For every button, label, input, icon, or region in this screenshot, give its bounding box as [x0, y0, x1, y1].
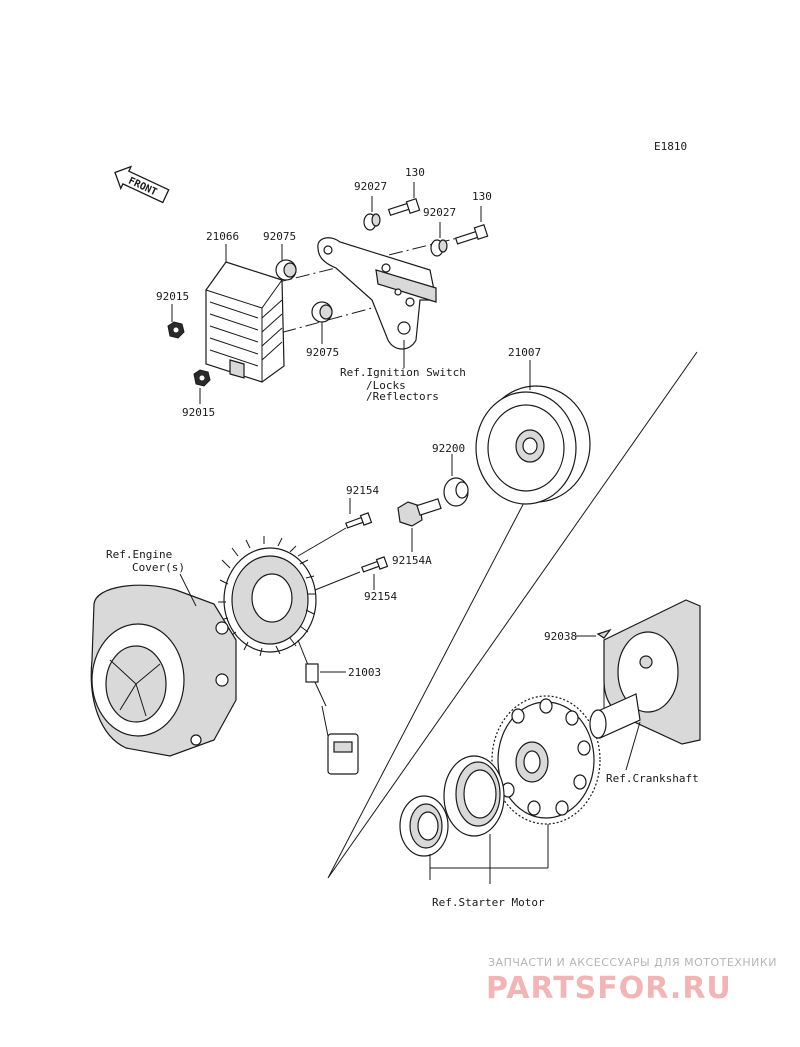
starter-clutch-ring [443, 755, 505, 837]
nut-92015-upper [167, 321, 185, 339]
regulator-bracket [317, 237, 437, 350]
label-92027: 92027 [423, 206, 456, 219]
label-92154: 92154 [346, 484, 379, 497]
label-92027: 92027 [354, 180, 387, 193]
leader [297, 527, 347, 557]
leader [309, 571, 361, 593]
stator-coil-21003 [218, 536, 359, 775]
label-130: 130 [472, 190, 492, 203]
label-ref-reflectors: /Reflectors [366, 390, 439, 403]
label-130: 130 [405, 166, 425, 179]
regulator-rectifier-21066 [205, 261, 285, 383]
label-ref-locks: /Locks [366, 379, 406, 392]
bolt-130-lower [454, 223, 489, 245]
label-92075: 92075 [306, 346, 339, 359]
label-21066: 21066 [206, 230, 239, 243]
woodruff-key-92038 [596, 628, 612, 639]
leader [179, 573, 197, 607]
label-92075: 92075 [263, 230, 296, 243]
label-92154: 92154 [364, 590, 397, 603]
leader [429, 867, 548, 880]
grommet-92075-lower [311, 301, 333, 323]
one-way-clutch [399, 795, 449, 857]
crankshaft-reference [589, 599, 701, 745]
stator-screw-92154-lower [361, 556, 389, 573]
engine-cover-reference [90, 584, 237, 757]
washer-92200 [443, 477, 469, 507]
label-92200: 92200 [432, 442, 465, 455]
flywheel-assembly-frame [327, 351, 698, 879]
watermark-logo: PARTSFOR.RU [486, 971, 732, 1006]
label-ref-engine-covers: Cover(s) [132, 561, 185, 574]
label-92154A: 92154A [392, 554, 432, 567]
diagram-code: E1810 [654, 140, 687, 153]
front-direction-arrow: FRONT [114, 165, 170, 204]
label-ref-starter-motor: Ref.Starter Motor [432, 896, 545, 909]
label-92038: 92038 [544, 630, 577, 643]
label-ref-crankshaft: Ref.Crankshaft [606, 772, 699, 785]
label-92015: 92015 [182, 406, 215, 419]
leader [625, 721, 641, 771]
label-92015: 92015 [156, 290, 189, 303]
label-21003: 21003 [348, 666, 381, 679]
label-ref-engine: Ref.Engine [106, 548, 172, 561]
stator-screw-92154-upper [345, 512, 373, 529]
nut-92015-lower [193, 369, 211, 387]
label-ref-ignition-switch: Ref.Ignition Switch [340, 366, 466, 379]
alternator-rotor-21007 [475, 385, 591, 505]
rotor-bolt-92154A [397, 498, 442, 527]
starter-clutch-gear [491, 695, 601, 825]
grommet-92075-upper [275, 259, 297, 281]
bolt-130-upper [387, 197, 421, 217]
label-21007: 21007 [508, 346, 541, 359]
collar-92027-lower [430, 239, 448, 257]
watermark-tagline: ЗАПЧАСТИ И АКСЕССУАРЫ ДЛЯ МОТОТЕХНИКИ [488, 956, 777, 969]
collar-92027-upper [363, 213, 381, 231]
